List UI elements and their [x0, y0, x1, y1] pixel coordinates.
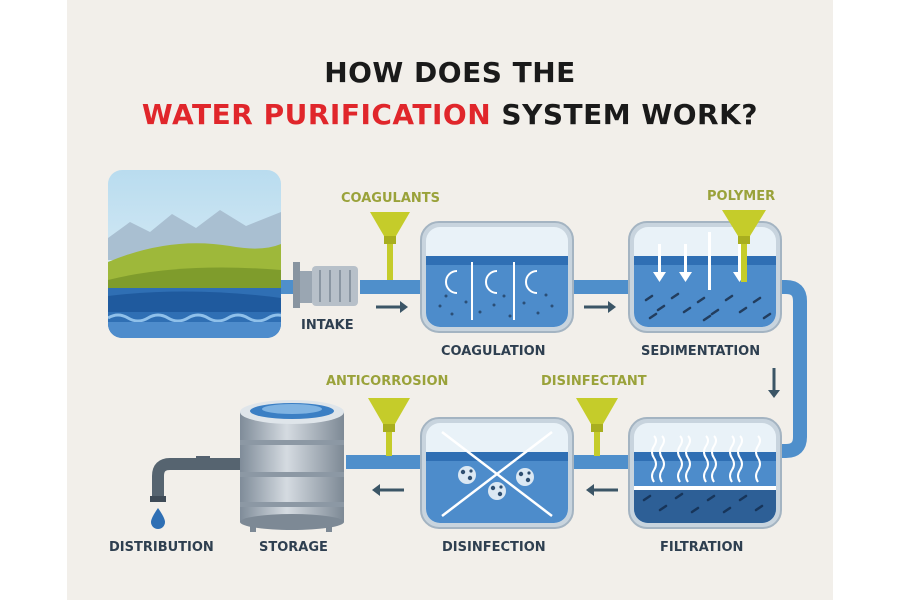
stage-label-distribution: DISTRIBUTION [109, 540, 214, 555]
stage-label-intake: INTAKE [301, 318, 354, 333]
mixer-icon [525, 270, 538, 294]
arrow-left-icon [372, 484, 404, 496]
microbe-icon [516, 468, 534, 486]
stage-label-filtration: FILTRATION [660, 540, 744, 555]
arrow-right-icon [584, 301, 616, 313]
microbe-icon [458, 466, 476, 484]
filtration-tank [628, 417, 782, 529]
arrow-right-icon [376, 301, 408, 313]
title-line-2: WATER PURIFICATION SYSTEM WORK? [67, 98, 833, 131]
disinfection-tank [420, 417, 574, 529]
coagulation-tank [420, 221, 574, 333]
mixer-icon [485, 270, 498, 294]
stage-label-coagulation: COAGULATION [441, 344, 546, 359]
water-source [108, 170, 281, 338]
stage-label-disinfection: DISINFECTION [442, 540, 546, 555]
microbe-icon [488, 482, 506, 500]
stage-label-sedimentation: SEDIMENTATION [641, 344, 761, 359]
funnel-icon [368, 398, 410, 456]
sedimentation-tank [628, 221, 782, 333]
storage-tank [240, 400, 344, 532]
arrow-left-icon [586, 484, 618, 496]
title-line-1: HOW DOES THE [324, 56, 576, 89]
arrow-down-icon [679, 244, 692, 282]
arrow-down-icon [768, 368, 780, 398]
chemical-label-disinfectant: DISINFECTANT [541, 374, 647, 389]
stage-label-storage: STORAGE [259, 540, 328, 555]
chemical-label-coagulants: COAGULANTS [341, 191, 440, 206]
flow-arrows [372, 301, 780, 496]
arrow-down-icon [653, 244, 666, 282]
chemical-label-polymer: POLYMER [707, 189, 776, 204]
funnel-icon [576, 398, 618, 456]
title-highlight: WATER PURIFICATION [141, 98, 492, 131]
funnel-icon [722, 210, 766, 282]
funnel-icon [370, 212, 410, 280]
intake-pump [293, 262, 358, 308]
faucet-icon [150, 456, 240, 529]
mixer-icon [445, 270, 458, 294]
title-rest: SYSTEM WORK? [491, 98, 759, 131]
chemical-label-anticorrosion: ANTICORROSION [326, 374, 449, 389]
